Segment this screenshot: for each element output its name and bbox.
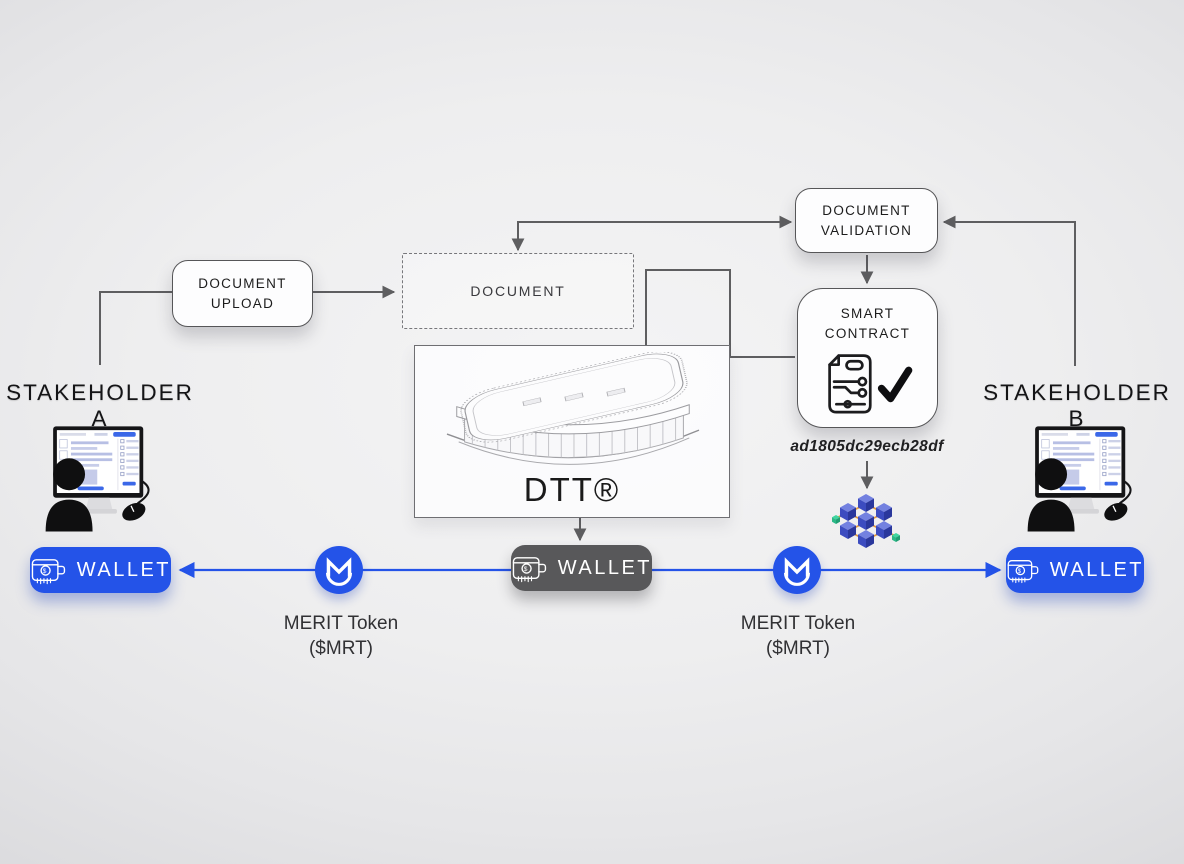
document-validation-node: DOCUMENT VALIDATION: [795, 188, 938, 253]
document-upload-label-line2: UPLOAD: [210, 295, 275, 311]
wallet-icon: [511, 553, 549, 584]
stakeholder-a-workstation-icon: [40, 421, 162, 535]
stakeholder-a-label: STAKEHOLDER A: [6, 380, 194, 431]
merit-token-left-label: MERIT Token ($MRT): [256, 611, 426, 661]
smart-contract-label-line1: SMART: [840, 306, 895, 321]
stakeholder-b-workstation-icon: [1022, 421, 1144, 535]
document-validation-label-line2: VALIDATION: [820, 222, 913, 238]
dtt-label: DTT®: [523, 471, 621, 508]
edge-stakeholder-a-to-upload: [99, 291, 172, 365]
blockchain-cubes-icon: [832, 492, 900, 548]
document-label: DOCUMENT: [470, 283, 566, 299]
edge-stakeholder-b-to-validation: [942, 215, 1076, 366]
merit-logo-icon: [774, 547, 820, 593]
merit-token-right-label: MERIT Token ($MRT): [713, 611, 883, 661]
merit-token-right: [773, 546, 821, 594]
merit-right-line1: MERIT Token: [740, 613, 856, 634]
smart-contract-hash: ad1805dc29ecb28df: [790, 438, 944, 455]
dtt-building-illustration: [446, 352, 700, 465]
wallet-icon: [1006, 555, 1041, 586]
dtt-node: DTT®: [414, 345, 730, 518]
document-upload-node: DOCUMENT UPLOAD: [172, 260, 313, 327]
wallet-a-label: WALLET: [76, 558, 171, 581]
smart-contract-node: SMART CONTRACT: [797, 288, 938, 428]
smart-contract-label-line2: CONTRACT: [824, 326, 911, 341]
wallet-center-button: WALLET: [511, 545, 652, 591]
smart-contract-document-icon: [827, 354, 912, 414]
wallet-b-label: WALLET: [1049, 558, 1144, 581]
merit-left-line2: ($MRT): [308, 638, 374, 659]
wallet-icon: [30, 555, 68, 586]
merit-right-line2: ($MRT): [765, 638, 831, 659]
merit-logo-icon: [316, 547, 362, 593]
document-node: DOCUMENT: [402, 253, 634, 329]
wallet-center-label: WALLET: [557, 556, 652, 579]
merit-left-line1: MERIT Token: [283, 613, 399, 634]
stakeholder-b-label: STAKEHOLDER B: [983, 380, 1171, 431]
wallet-a-button: WALLET: [30, 547, 171, 593]
document-validation-label-line1: DOCUMENT: [822, 202, 911, 218]
edge-dtt-to-smart-contract: [645, 269, 795, 358]
document-upload-label-line1: DOCUMENT: [198, 275, 287, 291]
checkmark-icon: [877, 366, 912, 403]
merit-token-left: [315, 546, 363, 594]
edge-document-validation-bidirectional: [511, 215, 793, 252]
wallet-b-button: WALLET: [1006, 547, 1144, 593]
